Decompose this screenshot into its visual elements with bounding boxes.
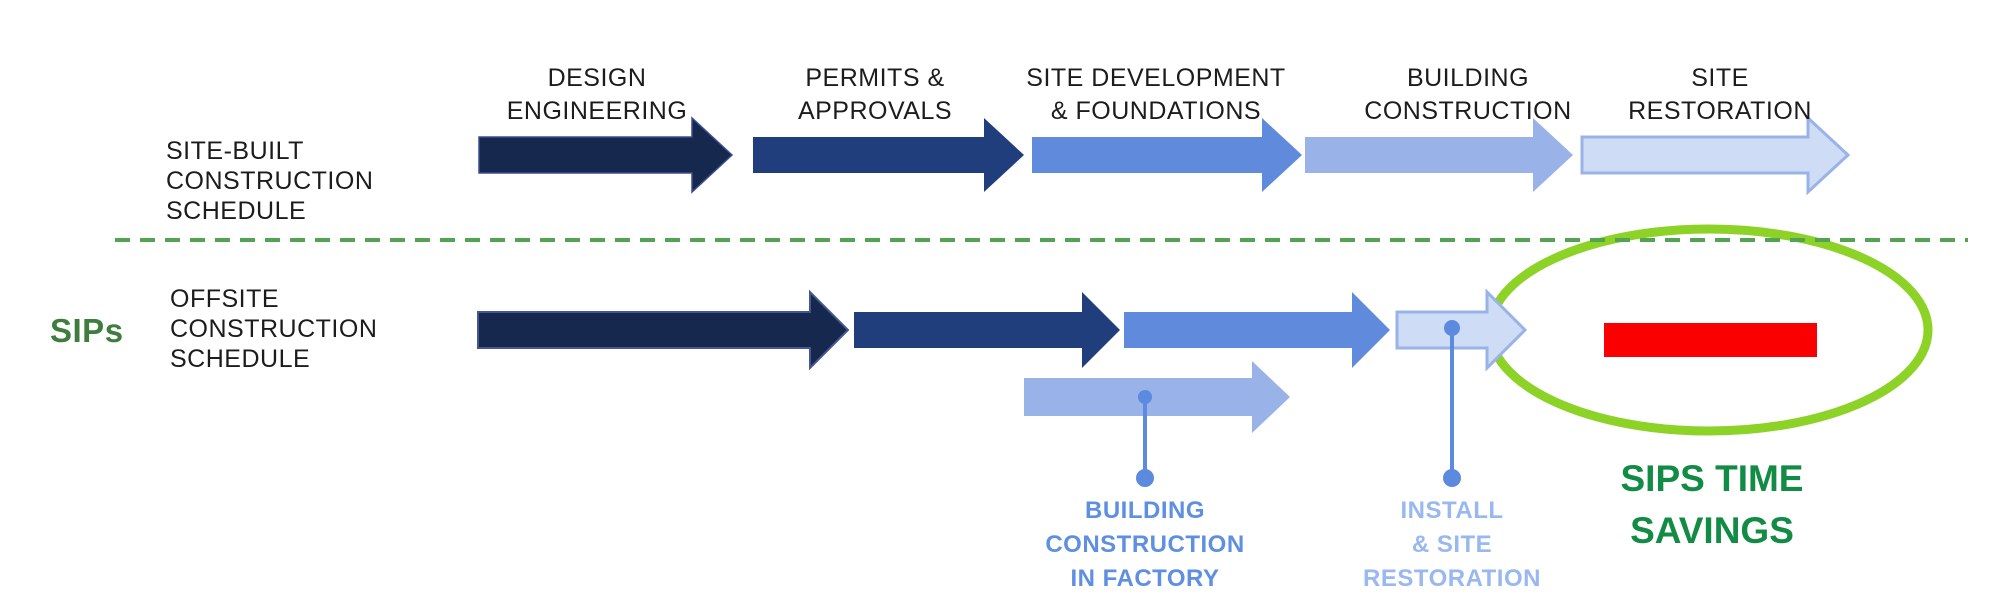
sips-arrow-permits-approvals: [854, 292, 1120, 368]
top-arrow-site-restoration: [1580, 114, 1851, 196]
top-arrow-design-engineering: [478, 116, 734, 194]
factory-connector-dot-top: [1138, 390, 1152, 404]
phase-label-site-restoration: SITE RESTORATION: [1628, 64, 1812, 125]
install-callout-connector: [1443, 320, 1461, 487]
install-connector-dot-top: [1444, 320, 1460, 336]
install-callout-label: INSTALL & SITE RESTORATION: [1363, 497, 1541, 592]
site-built-row-label: SITE-BUILT CONSTRUCTION SCHEDULE: [166, 137, 374, 225]
phase-label-building-construction: BUILDING CONSTRUCTION: [1364, 64, 1572, 125]
phase-label-site-development: SITE DEVELOPMENT & FOUNDATIONS: [1026, 64, 1286, 125]
factory-construction-arrow: [1024, 361, 1290, 433]
install-connector-dot-bottom: [1443, 469, 1461, 487]
savings-red-bar: [1604, 323, 1817, 357]
top-arrow-building-construction: [1305, 118, 1573, 192]
sips-arrow-design-engineering: [477, 289, 850, 371]
phase-label-permits-approvals: PERMITS & APPROVALS: [797, 64, 953, 125]
sips-arrow-install-site-restoration: [1395, 288, 1528, 372]
phase-label-design-engineering: DESIGN ENGINEERING: [506, 64, 688, 125]
top-arrow-site-development: [1032, 118, 1302, 192]
sips-time-savings-label: SIPS TIME SAVINGS: [1620, 458, 1804, 551]
sips-brand-label: SIPs: [50, 312, 124, 349]
factory-callout-connector: [1136, 390, 1154, 487]
factory-callout-label: BUILDING CONSTRUCTION IN FACTORY: [1045, 497, 1245, 592]
factory-connector-dot-bottom: [1136, 469, 1154, 487]
offsite-row-label: OFFSITE CONSTRUCTION SCHEDULE: [170, 285, 378, 373]
top-arrow-permits-approvals: [753, 118, 1024, 192]
sips-arrow-site-development: [1124, 292, 1390, 368]
